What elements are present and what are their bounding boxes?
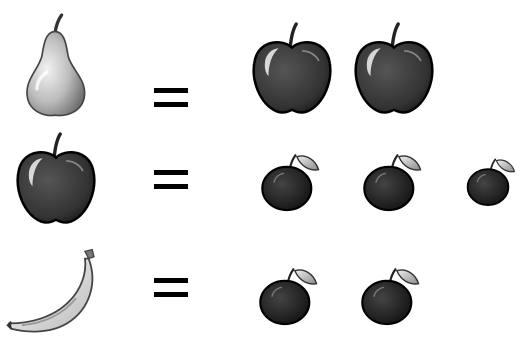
equals-icon <box>154 88 188 110</box>
plum-icon <box>360 148 432 213</box>
equals-icon <box>154 170 188 192</box>
plum-icon <box>258 148 330 213</box>
plum-icon <box>464 148 524 213</box>
plum-icon <box>358 262 430 327</box>
equals-icon <box>154 278 188 300</box>
banana-icon <box>4 246 112 336</box>
apple-icon <box>14 130 98 228</box>
pear-icon <box>14 6 96 121</box>
apple-icon <box>352 20 436 118</box>
apple-icon <box>250 20 334 118</box>
plum-icon <box>256 262 328 327</box>
